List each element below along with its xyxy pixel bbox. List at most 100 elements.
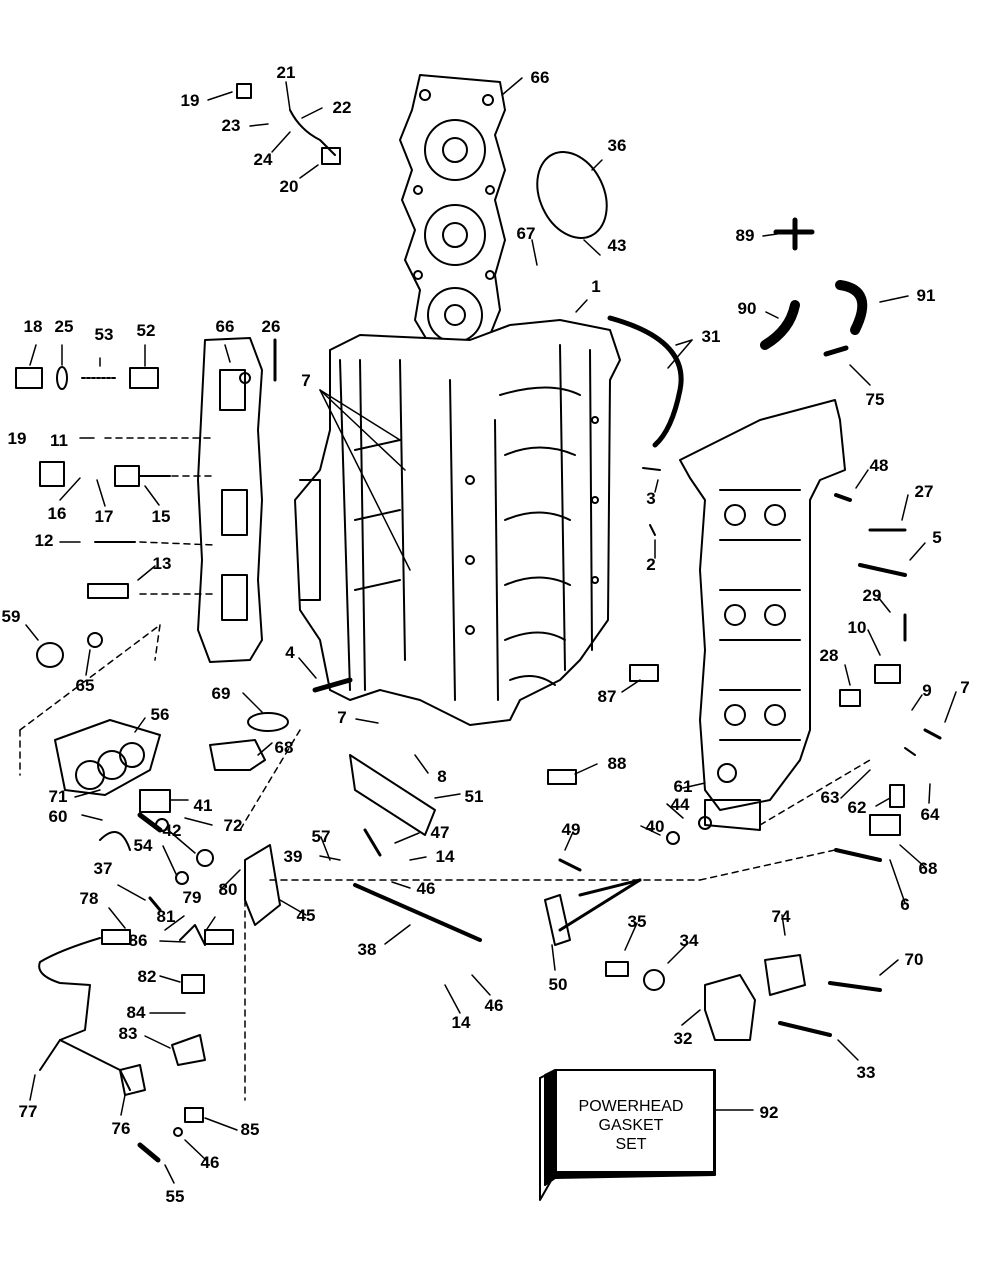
part-number-label: 41 [193,796,213,815]
part-number-label: 37 [93,859,113,878]
part-number-label: 33 [856,1063,876,1082]
part-number-label: 63 [820,788,840,807]
part-number-label: 66 [530,68,550,87]
part-number-label: 21 [276,63,296,82]
part-number-label: 49 [561,820,581,839]
part-number-label: 64 [920,805,940,824]
part-number-label: 4 [285,643,295,662]
part-number-label: 87 [597,687,617,706]
part-number-label: 8 [437,767,447,786]
part-number-label: 17 [94,507,114,526]
gasket-set-box [539,1069,716,1201]
part-number-label: 39 [283,847,303,866]
part-number-label: 45 [296,906,316,925]
part-number-label: 1 [591,277,601,296]
part-number-label: 74 [771,907,791,926]
solid-leader-lines [25,77,957,1184]
part-number-label: 16 [47,504,67,523]
part-number-label: 46 [200,1153,220,1172]
part-number-label: 7 [301,371,311,390]
part-number-label: 67 [516,224,536,243]
part-number-label: 70 [904,950,924,969]
part-number-label: 50 [548,975,568,994]
part-number-label: 92 [759,1103,779,1122]
o-ring-drawing [536,151,608,239]
gasket-set-line-1: POWERHEAD [578,1098,684,1115]
part-number-label: 27 [914,482,934,501]
part-number-label: 86 [128,931,148,950]
part-number-label: 62 [847,798,867,817]
part-number-label: 78 [79,889,99,908]
part-number-label: 61 [673,777,693,796]
part-number-label: 28 [819,646,839,665]
part-number-label: 3 [646,489,656,508]
part-number-label: 91 [916,286,936,305]
part-number-label: 46 [416,879,436,898]
part-number-label: 75 [865,390,885,409]
part-number-label: 52 [136,321,156,340]
part-number-label: 65 [75,676,95,695]
part-number-label: 57 [311,827,331,846]
part-number-label: 68 [274,738,294,757]
fitting-89-drawing [773,217,815,251]
part-number-label: 40 [645,817,665,836]
part-number-label: 10 [847,618,867,637]
part-number-label: 29 [862,586,882,605]
part-number-label: 2 [646,555,656,574]
part-number-label: 14 [451,1013,471,1032]
part-number-label: 83 [118,1024,138,1043]
part-number-label: 18 [23,317,43,336]
part-number-label: 11 [50,431,68,450]
part-number-label: 34 [679,931,699,950]
part-number-label: 42 [162,821,182,840]
part-number-label: 36 [607,136,627,155]
part-number-label: 38 [357,940,377,959]
part-number-label: 7 [337,708,347,727]
part-number-label: 85 [240,1120,260,1139]
part-number-label: 14 [435,847,455,866]
part-number-label: 81 [156,907,176,926]
part-number-label: 84 [126,1003,146,1022]
part-number-label: 59 [1,607,21,626]
part-number-label: 43 [607,236,627,255]
part-number-label: 26 [261,317,281,336]
part-number-label: 44 [670,795,690,814]
part-number-label: 9 [922,681,932,700]
part-number-label: 7 [960,678,970,697]
part-number-label: 66 [215,317,235,336]
part-number-label: 71 [48,787,68,806]
side-cover-drawing [197,337,263,663]
part-number-label: 25 [54,317,74,336]
hose-90-drawing [760,300,800,350]
part-number-label: 72 [223,816,243,835]
hose-31-drawing [607,315,684,448]
part-number-label: 79 [182,888,202,907]
hose-91-drawing [835,280,868,335]
dashed-leader-lines [19,437,871,1101]
part-number-label: 77 [18,1102,38,1121]
part-number-label: 89 [735,226,755,245]
part-number-label: 82 [137,967,157,986]
part-number-label: 19 [180,91,200,110]
part-number-label: 13 [152,554,172,573]
part-number-label: 20 [279,177,299,196]
part-number-label: 55 [165,1187,185,1206]
part-number-label: 69 [211,684,231,703]
part-number-label: 76 [111,1119,131,1138]
gasket-set-label: POWERHEAD GASKET SET [556,1097,706,1154]
gasket-set-line-2: GASKET [598,1117,664,1134]
gasket-set-line-3: SET [615,1136,647,1153]
part-number-label: 60 [48,807,68,826]
part-number-label: 32 [673,1029,693,1048]
part-number-label: 19 [7,429,27,448]
part-number-label: 54 [133,836,153,855]
exhaust-cover-drawing [679,399,846,831]
part-number-label: 51 [464,787,484,806]
part-number-label: 12 [34,531,54,550]
crankcase-block-drawing [294,319,621,726]
part-number-label: 5 [932,528,942,547]
part-number-label: 53 [94,325,114,344]
part-number-label: 56 [150,705,170,724]
part-number-label: 6 [900,895,910,914]
